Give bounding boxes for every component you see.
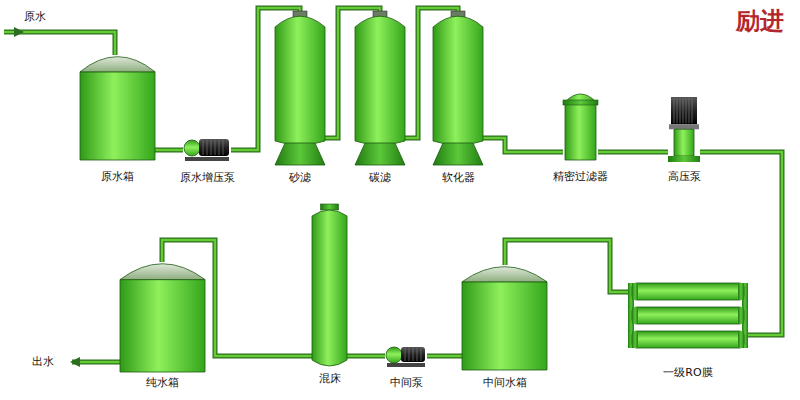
inlet-arrowhead	[14, 27, 24, 37]
equipment-label: 中间泵	[388, 376, 425, 390]
high-pressure-pump: 高压泵	[668, 97, 700, 162]
intermediate-tank-shape	[462, 265, 547, 370]
intermediate-pump: 中间泵	[385, 345, 427, 367]
equipment-label: 碳滤	[367, 171, 393, 185]
water-pipe	[347, 356, 385, 357]
precision-filter: 精密过滤器	[563, 92, 598, 160]
outlet-pipe	[70, 357, 120, 367]
ro-membrane: 一级RO膜	[628, 283, 748, 348]
pure-water-tank-shape	[120, 262, 205, 372]
water-pipe	[483, 138, 563, 152]
outlet-arrowhead	[70, 357, 80, 367]
equipment-label: 原水箱	[99, 170, 136, 184]
carbon-filter-shape	[355, 15, 405, 165]
intermediate-tank: 中间水箱	[462, 265, 547, 370]
softener-shape	[433, 15, 483, 165]
booster-pump: 原水增压泵	[183, 137, 231, 161]
raw-water-tank: 原水箱	[80, 55, 155, 160]
water-pipe	[427, 356, 462, 357]
mixed-bed-shape	[312, 208, 347, 368]
softener: 软化器	[433, 15, 483, 165]
equipment-label: 原水增压泵	[178, 171, 237, 185]
equipment-label: 软化器	[440, 171, 477, 185]
equipment-label: 砂滤	[287, 171, 313, 185]
water-pipe	[598, 152, 668, 153]
water-pipe	[155, 150, 183, 151]
watermark: 励进	[734, 14, 786, 28]
equipment-label: 精密过滤器	[551, 170, 610, 184]
equipment-label: 一级RO膜	[661, 366, 714, 380]
outlet-label: 出水	[30, 355, 56, 369]
inlet-label: 原水	[22, 10, 48, 24]
mixed-bed: 混床	[312, 208, 347, 368]
ro-membrane-shape	[628, 283, 748, 348]
sand-filter: 砂滤	[275, 15, 325, 165]
inlet-pipe	[4, 27, 115, 55]
raw-water-tank-shape	[80, 55, 155, 160]
equipment-label: 高压泵	[666, 170, 703, 184]
booster-pump-shape	[183, 137, 231, 161]
sand-filter-shape	[275, 15, 325, 165]
equipment-label: 纯水箱	[144, 376, 181, 390]
high-pressure-pump-shape	[668, 97, 700, 162]
equipment-label: 混床	[317, 372, 343, 386]
precision-filter-shape	[563, 92, 598, 160]
intermediate-pump-shape	[385, 345, 427, 367]
pure-water-tank: 纯水箱	[120, 262, 205, 372]
equipment-label: 中间水箱	[481, 376, 529, 390]
carbon-filter: 碳滤	[355, 15, 405, 165]
